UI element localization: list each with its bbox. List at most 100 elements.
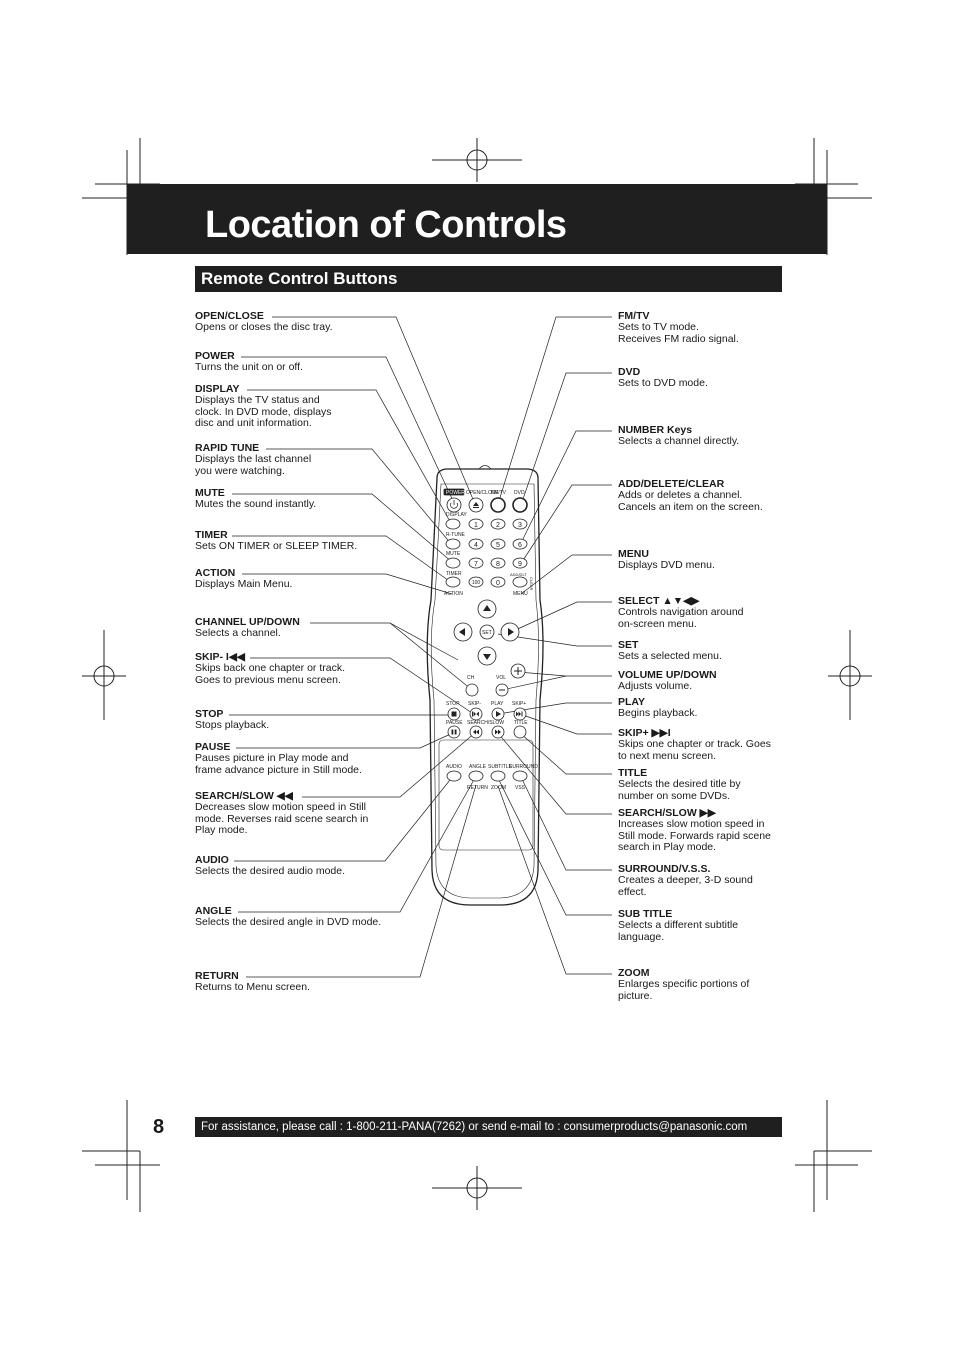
footer-bar [195, 1117, 782, 1137]
item-label: CHANNEL UP/DOWN [195, 616, 300, 628]
item-label: ZOOM [618, 967, 650, 979]
eject-icon [473, 502, 479, 508]
remote-ch-label: CH [467, 675, 475, 681]
number-key-1[interactable] [468, 518, 484, 530]
set-button[interactable] [479, 624, 495, 640]
number-key-6[interactable] [512, 538, 528, 550]
power-badge [443, 488, 465, 496]
digit-label: 1 [474, 522, 478, 529]
remote-action-label: ACTION [444, 591, 463, 597]
display-button[interactable] [445, 518, 461, 530]
title-button[interactable] [513, 725, 527, 739]
item-label: AUDIO [195, 854, 229, 866]
number-key-100[interactable] [468, 576, 484, 588]
item-desc: Enlarges specific portions of picture. [618, 978, 750, 1002]
skip-forward-icon [516, 711, 523, 717]
rtune-button[interactable] [445, 538, 461, 550]
remote-surround-label: SURROUND [509, 764, 538, 770]
number-key-2[interactable] [490, 518, 506, 530]
surround-item: SURROUND/V.S.S.Creates a deeper, 3-D sou… [618, 863, 788, 898]
item-label: SEARCH/SLOW ▶▶ [618, 807, 716, 819]
digit-label: 8 [496, 561, 500, 568]
add-dlt-button[interactable] [512, 576, 528, 588]
power-icon [450, 500, 458, 509]
digit-label: 100 [472, 580, 481, 586]
remote-angle-label: ANGLE [469, 764, 487, 770]
pause-button[interactable] [447, 725, 461, 739]
angle-button[interactable] [468, 770, 484, 782]
plus-icon [514, 667, 522, 675]
item-desc: Selects a different subtitle language. [618, 919, 739, 943]
audio-button[interactable] [446, 770, 462, 782]
item-desc: Begins playback. [618, 707, 698, 720]
item-desc: Decreases slow motion speed in Still mod… [195, 801, 369, 837]
item-label: MUTE [195, 487, 225, 499]
item-desc: Selects a channel. [195, 627, 281, 640]
item-label: NUMBER Keys [618, 424, 693, 436]
item-label: ANGLE [195, 905, 232, 917]
number-key-9[interactable] [512, 557, 528, 569]
digit-label: 3 [518, 522, 522, 529]
timer-button[interactable] [445, 576, 461, 588]
right-arrow-icon [508, 628, 514, 636]
remote-pause-label: PAUSE [446, 720, 463, 726]
remote-play-label: PLAY [491, 701, 504, 707]
subtitle-button[interactable] [490, 770, 506, 782]
page-number: 8 [153, 1116, 165, 1138]
number-key-4[interactable] [468, 538, 484, 550]
section-title: Remote Control Buttons [201, 269, 398, 288]
remote-open-close-label: OPEN/CLOSE [466, 490, 499, 496]
number-key-7[interactable] [468, 557, 484, 569]
remote-power-label: POWER [446, 490, 465, 496]
ch-down-button[interactable] [465, 683, 479, 697]
skip-back-icon [472, 711, 479, 717]
item-desc: Pauses picture in Play mode and frame ad… [195, 752, 362, 776]
number-key-3[interactable] [512, 518, 528, 530]
remote-rtune-label: R-TUNE [446, 532, 466, 538]
item-desc: Turns the unit on or off. [195, 361, 303, 374]
number-key-8[interactable] [490, 557, 506, 569]
item-desc: Adds or deletes a channel. Cancels an it… [618, 489, 763, 513]
item-desc: Sets a selected menu. [618, 650, 722, 663]
item-desc: Sets to TV mode. Receives FM radio signa… [618, 321, 739, 345]
item-desc: Selects the desired title by number on s… [618, 778, 741, 802]
remote-add-dlt-label: ADD/DLT [510, 572, 527, 577]
number-key-5[interactable] [490, 538, 506, 550]
item-desc: Selects a channel directly. [618, 435, 740, 448]
mute-button[interactable] [445, 557, 461, 569]
item-label: SUB TITLE [618, 908, 673, 920]
title-bar [127, 184, 827, 254]
digit-label: 9 [518, 561, 522, 568]
down-arrow-icon [483, 654, 491, 660]
remote-timer-label: TIMER [446, 571, 462, 577]
remote-vss-label: VSS [515, 785, 526, 791]
digit-label: 2 [496, 522, 500, 529]
surround-button[interactable] [512, 770, 528, 782]
number-key-0[interactable] [490, 576, 506, 588]
item-desc: Skips one chapter or track. Goes to next… [618, 738, 771, 762]
remote-set-label: SET [482, 630, 492, 636]
remote-display-label: DISPLAY [446, 512, 467, 518]
item-desc: Creates a deeper, 3-D sound effect. [618, 874, 753, 898]
item-desc: Returns to Menu screen. [195, 981, 310, 994]
fm-tv-button[interactable] [490, 497, 506, 513]
dvd-button[interactable] [512, 497, 528, 513]
remote-audio-label: AUDIO [446, 764, 462, 770]
item-label: DVD [618, 366, 641, 378]
item-desc: Stops playback. [195, 719, 270, 732]
item-desc: Displays Main Menu. [195, 578, 293, 591]
item-desc: Adjusts volume. [618, 680, 693, 693]
remote-dvd-label: DVD [514, 490, 525, 496]
item-label: SELECT ▲▼◀▶ [618, 595, 700, 607]
